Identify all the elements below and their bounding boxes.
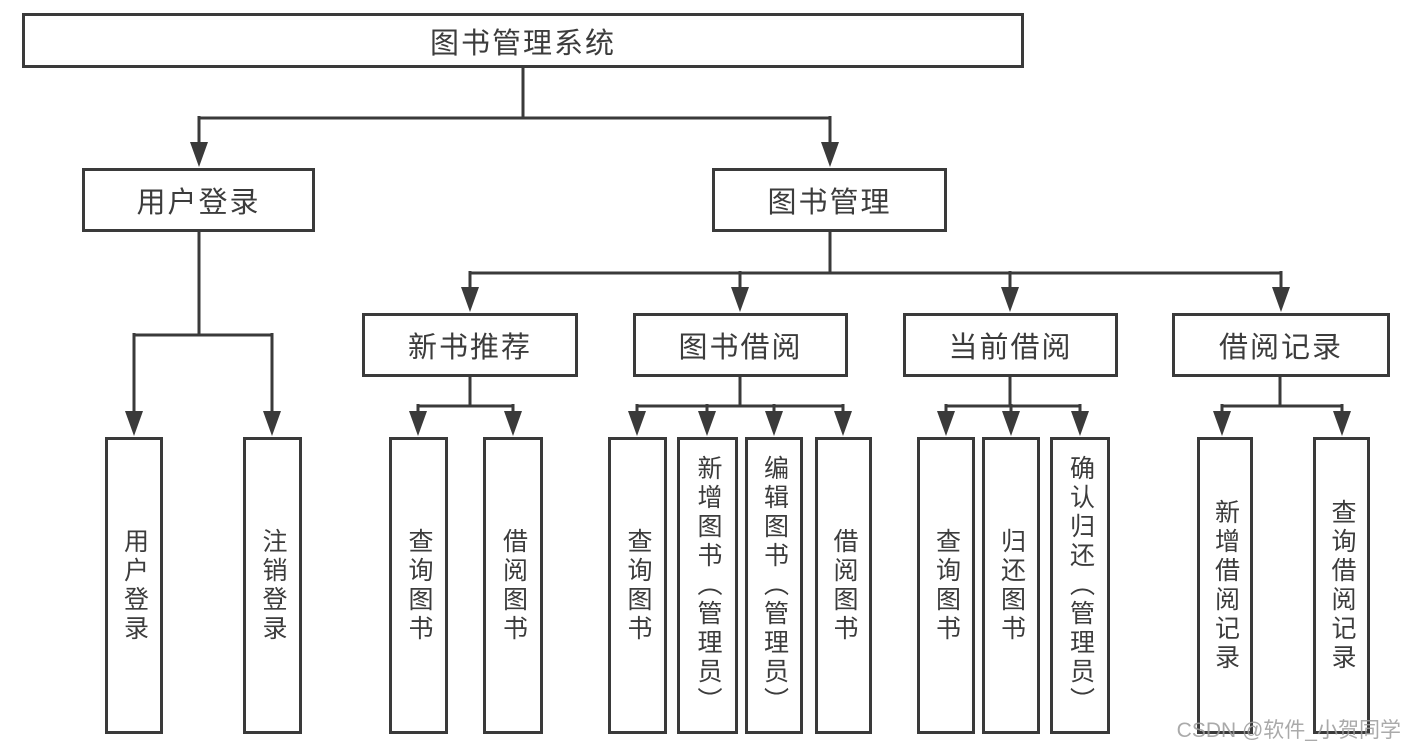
leaf-label: 借阅图书	[499, 527, 527, 644]
node-new-book-recommend: 新书推荐	[362, 313, 578, 377]
leaf-add-book-admin: 新增图书（管理员）	[677, 437, 738, 734]
leaf-confirm-return-admin: 确认归还（管理员）	[1050, 437, 1110, 734]
node-book-borrow: 图书借阅	[633, 313, 848, 377]
leaf-borrow-books-recommend: 借阅图书	[483, 437, 543, 734]
leaf-borrow-books: 借阅图书	[815, 437, 872, 734]
leaf-label: 编辑图书（管理员）	[760, 455, 788, 716]
node-root: 图书管理系统	[22, 13, 1024, 68]
leaf-query-books-current: 查询图书	[917, 437, 975, 734]
leaf-label: 查询图书	[932, 527, 960, 644]
leaf-query-books-borrow: 查询图书	[608, 437, 667, 734]
leaf-query-books-recommend: 查询图书	[389, 437, 448, 734]
leaf-label: 归还图书	[997, 527, 1025, 644]
leaf-edit-book-admin: 编辑图书（管理员）	[745, 437, 803, 734]
leaf-label: 借阅图书	[830, 527, 857, 644]
leaf-label: 注销登录	[259, 527, 286, 644]
node-current-borrow: 当前借阅	[903, 313, 1118, 377]
csdn-watermark: CSDN @软件_小贺同学	[1176, 719, 1401, 742]
leaf-query-borrow-record: 查询借阅记录	[1313, 437, 1370, 734]
leaf-label: 新增借阅记录	[1211, 498, 1239, 673]
leaf-label: 用户登录	[120, 527, 148, 644]
leaf-label: 确认归还（管理员）	[1066, 455, 1094, 716]
leaf-logout: 注销登录	[243, 437, 302, 734]
node-user-login: 用户登录	[82, 168, 315, 232]
leaf-label: 查询图书	[405, 527, 432, 644]
node-borrow-records: 借阅记录	[1172, 313, 1390, 377]
leaf-user-login: 用户登录	[105, 437, 163, 734]
leaf-label: 查询借阅记录	[1328, 498, 1355, 673]
arrowheads	[125, 142, 1351, 436]
node-book-management: 图书管理	[712, 168, 947, 232]
leaf-label: 新增图书（管理员）	[694, 455, 721, 716]
leaf-return-book: 归还图书	[982, 437, 1040, 734]
leaf-label: 查询图书	[624, 527, 651, 644]
leaf-add-borrow-record: 新增借阅记录	[1197, 437, 1253, 734]
